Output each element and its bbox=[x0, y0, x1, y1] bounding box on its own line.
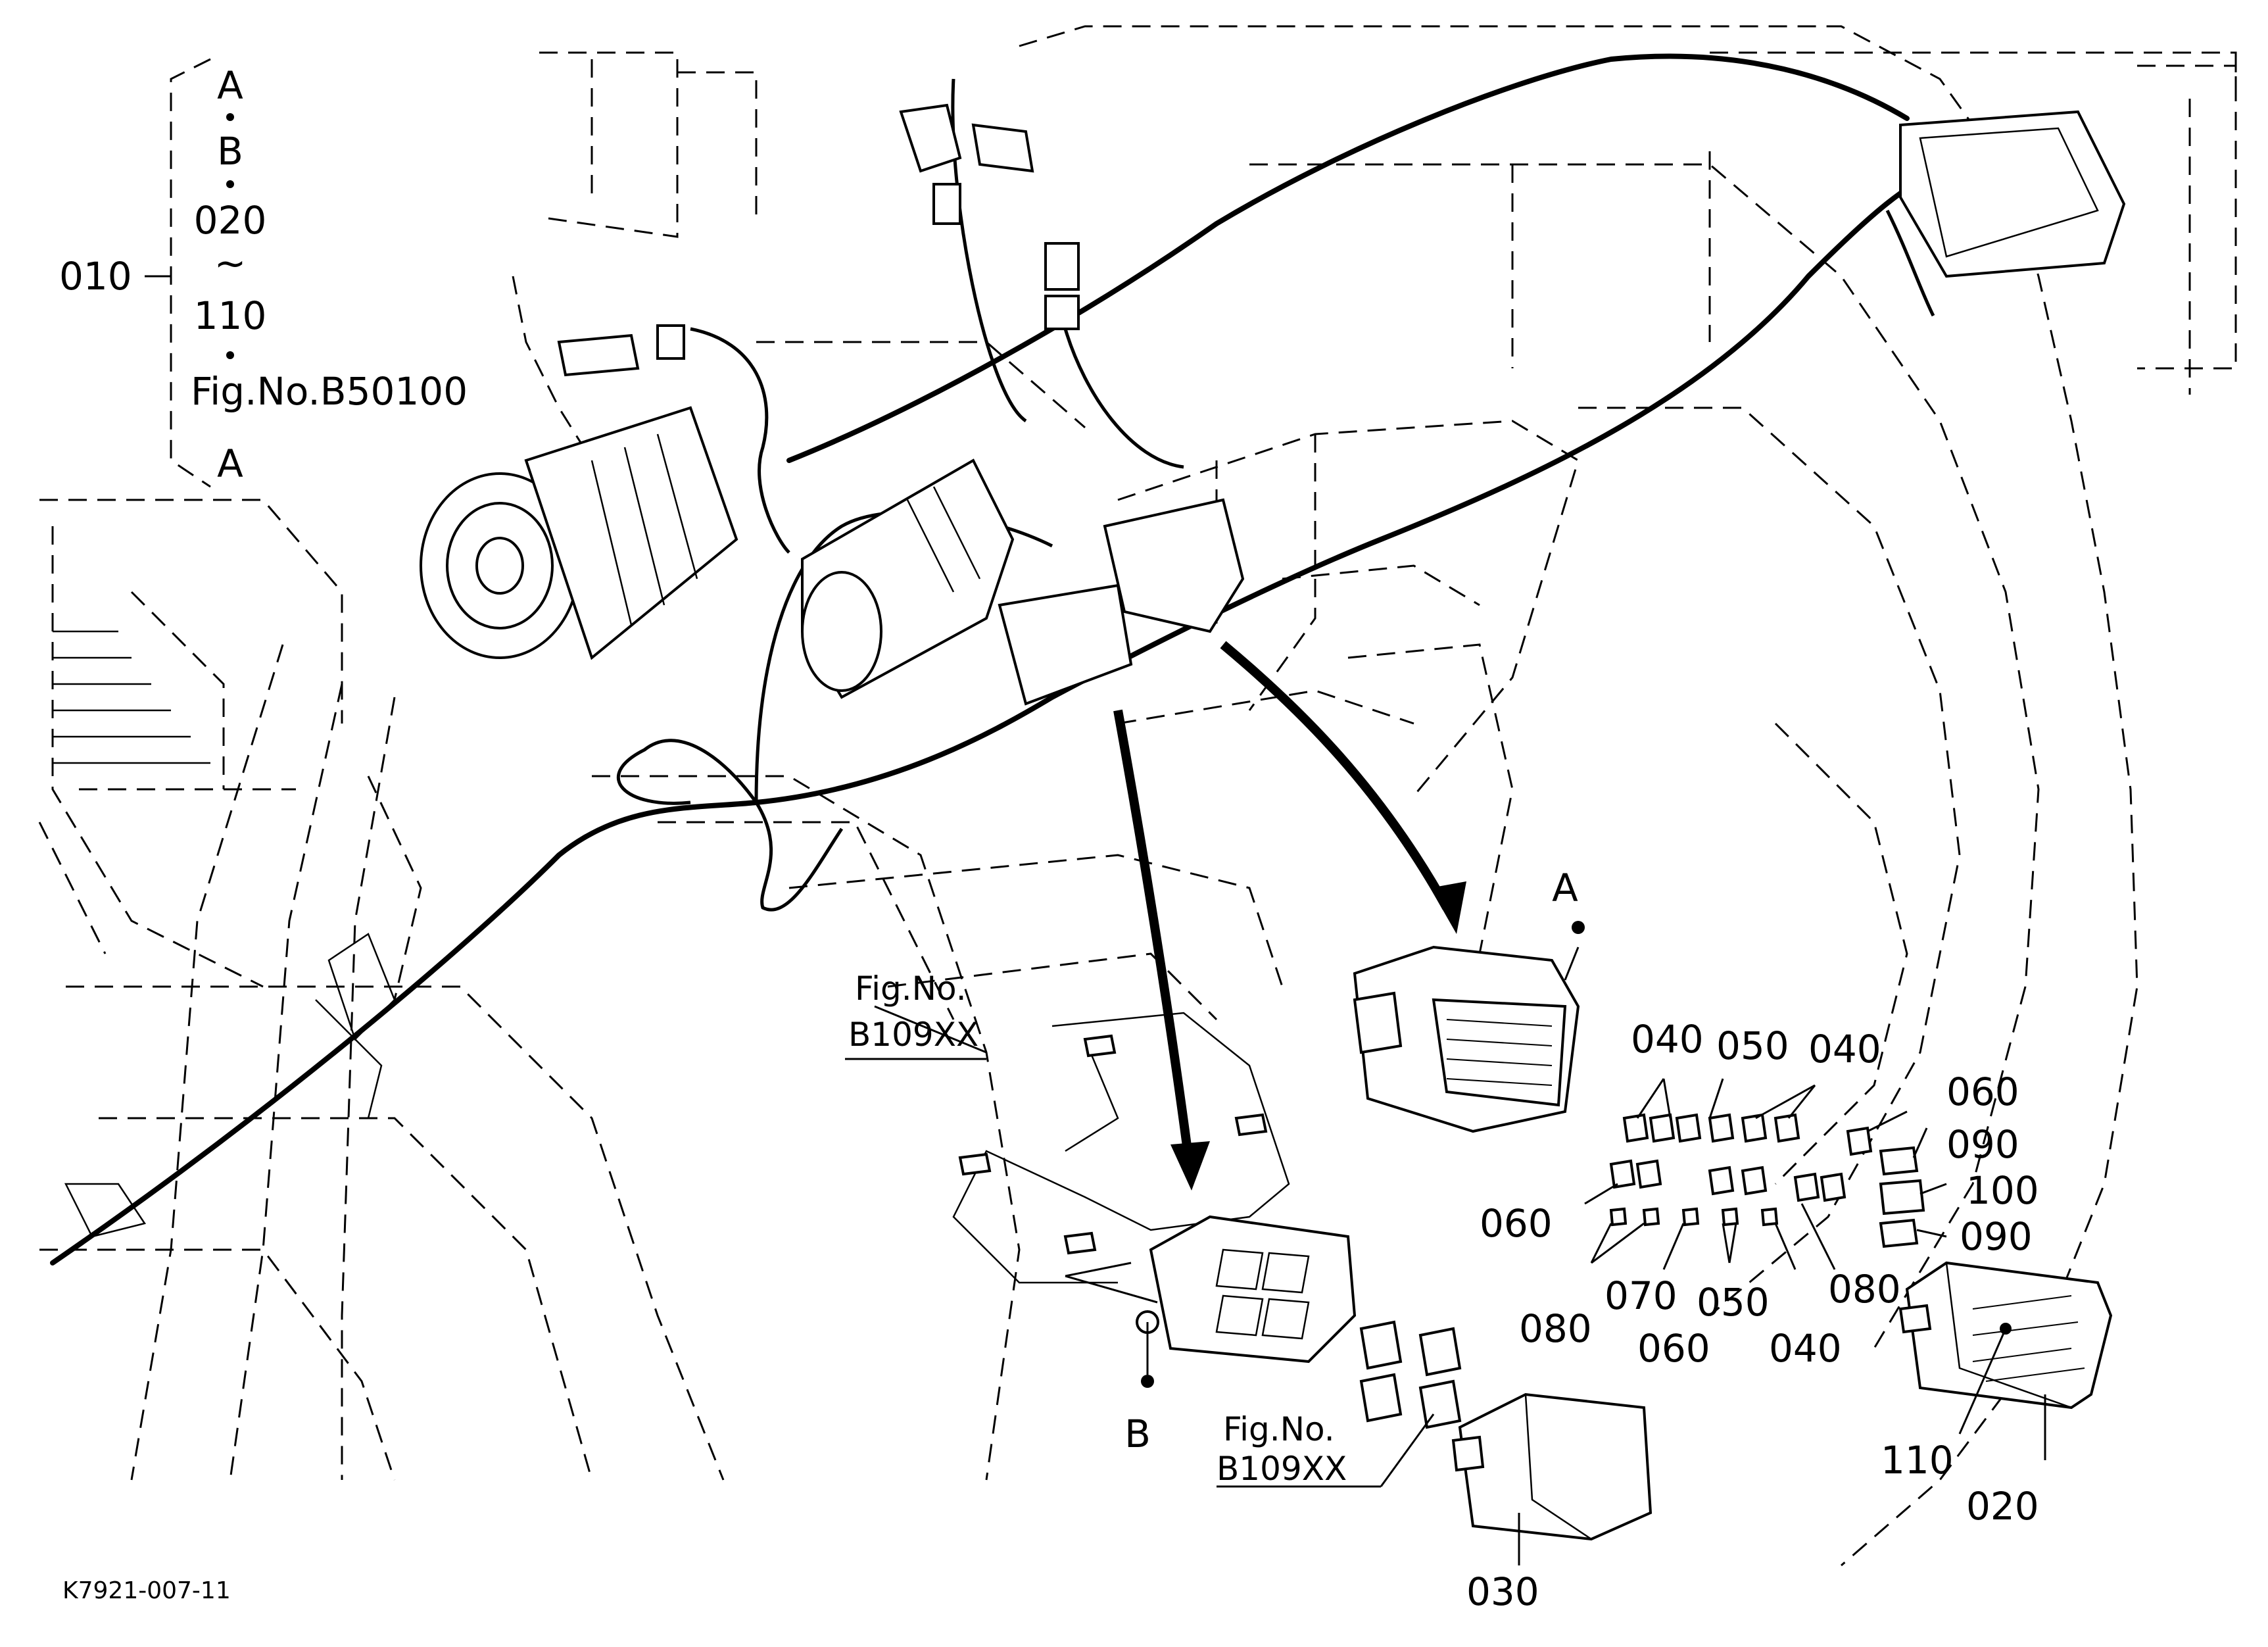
harness-relays bbox=[998, 498, 1245, 706]
bracket-second-letter: B bbox=[217, 129, 243, 174]
fuse-cluster bbox=[1609, 1113, 1925, 1248]
bracket-dot-1 bbox=[226, 113, 234, 121]
callout-040-top-right: 040 bbox=[1808, 1027, 1881, 1071]
callout-100: 100 bbox=[1966, 1168, 2039, 1213]
callout-020: 020 bbox=[1966, 1484, 2039, 1529]
callout-050-top: 050 bbox=[1716, 1023, 1789, 1068]
relay-base-b bbox=[1136, 1215, 1357, 1364]
machine-frame bbox=[38, 25, 2237, 1567]
bracket-dot-3 bbox=[226, 351, 234, 359]
view-b-dot bbox=[1141, 1375, 1154, 1388]
work-lamp bbox=[1899, 110, 2126, 278]
mounting-bracket bbox=[952, 1012, 1290, 1284]
loose-relays bbox=[1359, 1320, 1462, 1429]
fig-ref-left-line1: Fig.No. bbox=[855, 970, 967, 1008]
leader-lines bbox=[845, 946, 2046, 1565]
callout-060-bottom: 060 bbox=[1637, 1326, 1710, 1371]
bracket-bottom-letter: A bbox=[217, 441, 243, 486]
fig-ref-left-line2: B109XX bbox=[848, 1016, 978, 1054]
callout-110: 110 bbox=[1881, 1438, 1954, 1483]
callout-090-bottom: 090 bbox=[1960, 1214, 2033, 1259]
callout-080-left: 080 bbox=[1519, 1306, 1592, 1351]
sensors bbox=[557, 103, 1080, 377]
callout-060-right: 060 bbox=[1946, 1069, 2019, 1114]
bracket-range-sep: ~ bbox=[214, 241, 247, 285]
bracket-fig-ref: Fig.No.B50100 bbox=[191, 369, 468, 414]
callout-090-top: 090 bbox=[1946, 1122, 2019, 1167]
drawing-code: K7921-007-11 bbox=[62, 1577, 231, 1604]
fig-ref-bottom-line2: B109XX bbox=[1217, 1450, 1347, 1488]
callout-030: 030 bbox=[1466, 1569, 1539, 1614]
fuse-box-cover-020 bbox=[1898, 1261, 2113, 1410]
starter-motor bbox=[801, 458, 1015, 699]
callout-050-bottom: 050 bbox=[1697, 1280, 1770, 1325]
bracket-dot-2 bbox=[226, 180, 234, 188]
view-a-dot bbox=[1572, 921, 1585, 934]
fig-ref-bottom-line1: Fig.No. bbox=[1223, 1410, 1335, 1448]
callout-060-left: 060 bbox=[1480, 1201, 1553, 1246]
callout-070: 070 bbox=[1604, 1273, 1677, 1318]
bracket-top-letter: A bbox=[217, 63, 243, 108]
assembly-number: 010 bbox=[59, 254, 132, 299]
alternator bbox=[420, 406, 738, 660]
view-label-a: A bbox=[1552, 866, 1578, 910]
callout-040-top-left: 040 bbox=[1631, 1017, 1704, 1062]
fuse-box-a bbox=[1353, 945, 1580, 1133]
pointer-arrows bbox=[1113, 641, 1466, 1191]
assembly-bracket bbox=[145, 58, 211, 488]
bracket-range-start: 020 bbox=[194, 198, 267, 243]
callout-080-right: 080 bbox=[1828, 1267, 1901, 1312]
bracket-range-end: 110 bbox=[194, 293, 267, 338]
callout-040-bottom: 040 bbox=[1769, 1326, 1842, 1371]
fuse-box-cover-030 bbox=[1451, 1392, 1653, 1541]
wiring-harness bbox=[50, 53, 1942, 1266]
view-label-b: B bbox=[1124, 1412, 1151, 1456]
